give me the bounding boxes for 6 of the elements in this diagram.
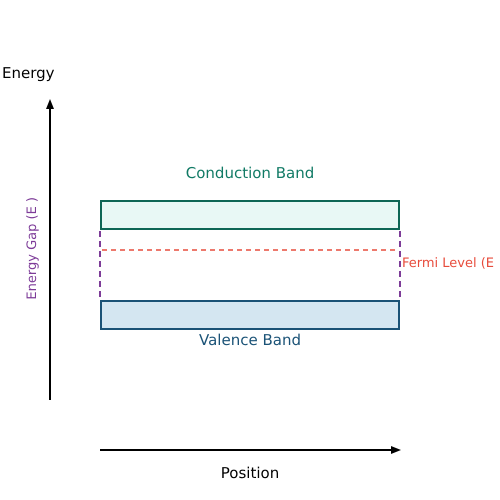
level-label: Fermi Level (E bbox=[402, 257, 494, 272]
axis-label: Position bbox=[220, 465, 280, 482]
gap-label: Energy Gap (E ) bbox=[26, 197, 41, 300]
band-label: Conduction Band bbox=[186, 165, 314, 182]
axis-label: Energy bbox=[2, 65, 55, 82]
band-label: Valence Band bbox=[199, 332, 301, 350]
